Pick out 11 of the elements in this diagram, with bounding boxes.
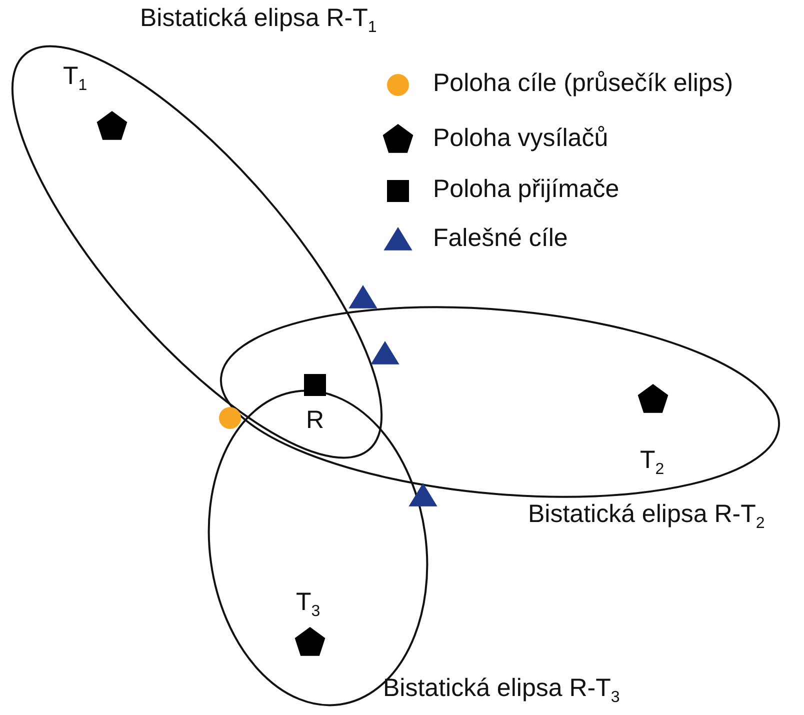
legend-text: Poloha vysílačů [433, 124, 608, 153]
ellipse-label: Bistatická elipsa R-T$_{3}$ [383, 674, 620, 708]
legend-text: Falešné cíle [433, 224, 568, 253]
ellipse-label: Bistatická elipsa R-T$_{2}$ [528, 500, 765, 534]
ellipse-label: Bistatická elipsa R-T$_{1}$ [140, 4, 377, 38]
legend-text: Poloha cíle (průsečík elips) [433, 69, 734, 98]
receiver-label: R [306, 406, 324, 435]
legend-text: Poloha přijímače [433, 175, 620, 204]
transmitter-label: T$_{3}$ [296, 588, 320, 622]
transmitter-label: T$_{2}$ [640, 446, 664, 480]
transmitter-label: T$_{1}$ [63, 62, 88, 96]
